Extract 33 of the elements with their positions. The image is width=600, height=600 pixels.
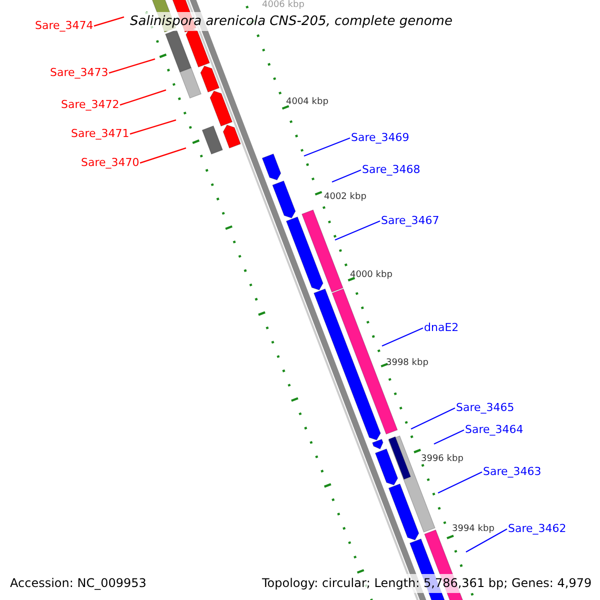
leader-line (130, 119, 176, 135)
tick-label: 4002 kbp (324, 191, 366, 204)
tick-label: 3996 kbp (421, 453, 464, 466)
leader-line (334, 220, 380, 241)
leader-line (120, 89, 166, 106)
gene-label: Sare_3462 (508, 522, 566, 535)
gene-label: Sare_3473 (50, 66, 108, 79)
leader-line (332, 169, 362, 183)
leader-line (434, 429, 464, 445)
leader-line (410, 407, 456, 430)
tick-label: 3998 kbp (386, 357, 428, 370)
gene-label: Sare_3464 (465, 423, 524, 436)
gene-label: Sare_3471 (71, 127, 130, 140)
leader-line (466, 528, 508, 553)
tick-label: 3994 kbp (452, 523, 494, 536)
tick-label: 4000 kbp (350, 269, 392, 282)
gene-label: Sare_3472 (61, 98, 120, 111)
leader-line (438, 471, 482, 494)
gene-label: Sare_3465 (456, 401, 514, 414)
tick-label: 4006 kbp (262, 0, 304, 11)
leader-line (140, 147, 186, 164)
gene-label: Sare_3463 (483, 465, 542, 478)
leader-line (94, 16, 124, 27)
gene-label: Sare_3468 (362, 163, 420, 176)
gene-label: Sare_3467 (381, 214, 440, 227)
tick-label: 4004 kbp (286, 96, 328, 109)
gene-label: Sare_3469 (351, 131, 410, 144)
leader-line (304, 137, 350, 157)
gene-label: Sare_3474 (35, 19, 94, 32)
gene-label: dnaE2 (424, 321, 459, 334)
gene-label: Sare_3470 (81, 156, 140, 169)
leader-line (108, 58, 156, 74)
leader-line (382, 327, 424, 347)
